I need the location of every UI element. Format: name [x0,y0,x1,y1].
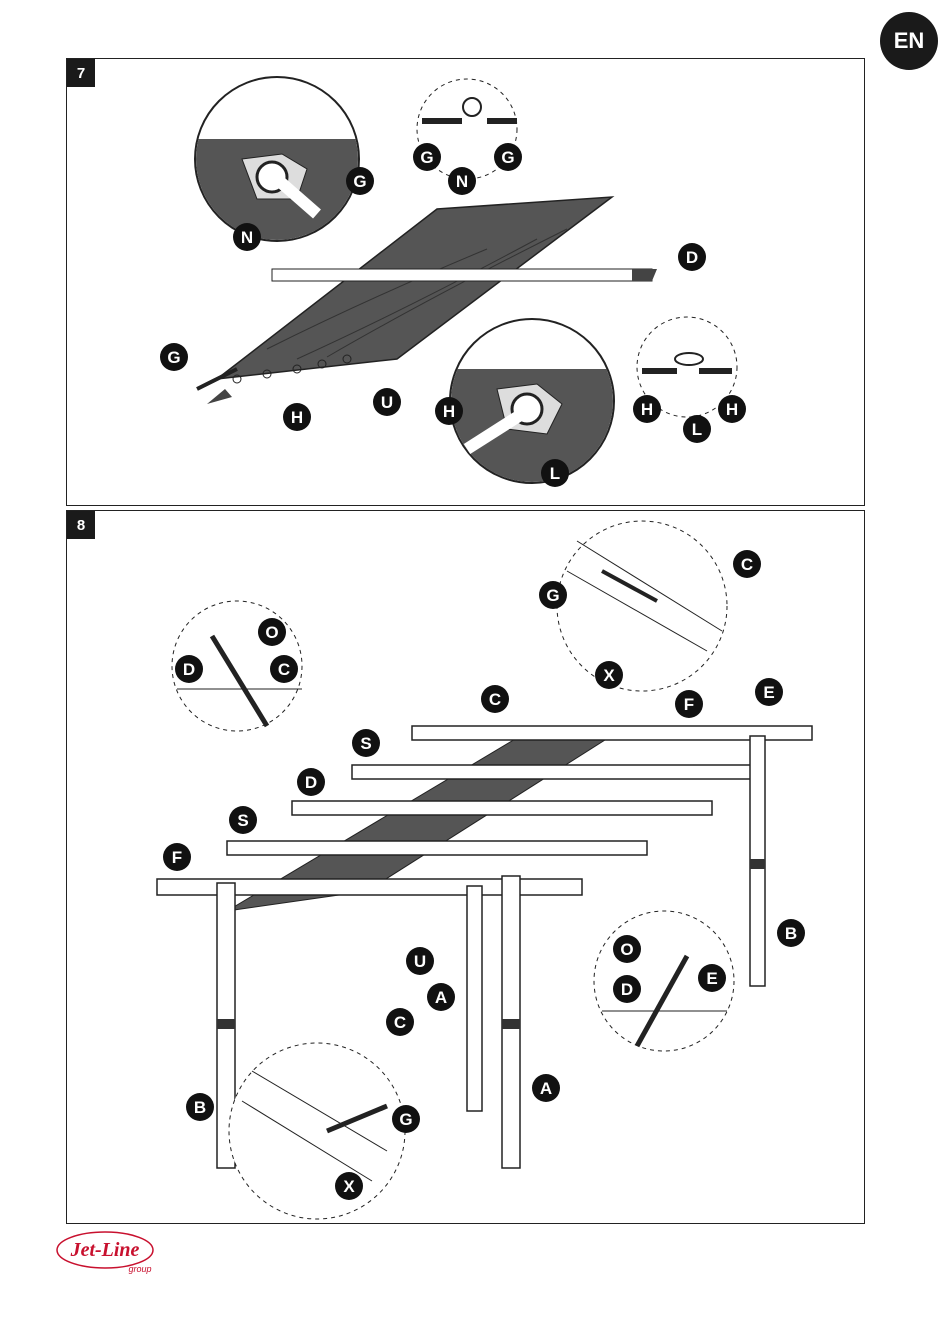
beams [157,726,812,895]
callout-u: U [373,388,401,416]
callout-c-4: C [386,1008,414,1036]
callout-n-2: N [448,167,476,195]
svg-text:L: L [550,464,560,483]
svg-text:N: N [456,172,468,191]
svg-text:H: H [726,400,738,419]
callout-h-1: H [283,403,311,431]
svg-text:S: S [237,811,248,830]
jet-line-logo: Jet-Line group [55,1228,175,1276]
step-8-diagram: C G X O D C C F E S D S F U A B O D E B … [67,511,864,1223]
svg-text:F: F [172,848,182,867]
svg-text:G: G [501,148,514,167]
callout-d-2: D [297,768,325,796]
callout-h-3: H [633,395,661,423]
callout-g-4: G [160,343,188,371]
callout-o-1: O [258,618,286,646]
step-7-diagram: G N G N G D G H U H L H L H [67,59,864,505]
svg-text:H: H [641,400,653,419]
callout-x-2: X [335,1172,363,1200]
svg-text:X: X [603,666,615,685]
insert-arrow [207,389,232,404]
callout-a-1: A [427,983,455,1011]
callout-d-1: D [175,655,203,683]
zoom-circle-c-bottom [229,1043,405,1219]
callout-b-2: B [186,1093,214,1121]
svg-text:G: G [167,348,180,367]
callout-c-1: C [733,550,761,578]
callout-g-1: G [539,581,567,609]
svg-text:U: U [414,952,426,971]
callout-f-2: F [163,843,191,871]
post-band-2 [502,1019,520,1029]
callout-x-1: X [595,661,623,689]
svg-text:group: group [128,1264,151,1274]
svg-text:E: E [763,683,774,702]
callout-e-2: E [698,964,726,992]
svg-text:O: O [620,940,633,959]
callout-c-2: C [270,655,298,683]
svg-text:A: A [435,988,447,1007]
callout-o-2: O [613,935,641,963]
post-band-3 [750,859,765,869]
callout-g-3: G [494,143,522,171]
callout-n-1: N [233,223,261,251]
rod-g [197,369,237,389]
svg-text:L: L [692,420,702,439]
callout-f-1: F [675,690,703,718]
svg-text:D: D [305,773,317,792]
svg-text:G: G [353,172,366,191]
svg-text:Jet-Line: Jet-Line [70,1239,140,1261]
svg-text:C: C [489,690,501,709]
callout-l-2: L [683,415,711,443]
svg-text:C: C [741,555,753,574]
svg-text:C: C [394,1013,406,1032]
svg-text:S: S [360,734,371,753]
svg-text:A: A [540,1079,552,1098]
svg-text:D: D [183,660,195,679]
callout-g-1: G [346,167,374,195]
callout-s-2: S [229,806,257,834]
svg-text:G: G [399,1110,412,1129]
language-badge: EN [880,12,938,70]
svg-text:D: D [686,248,698,267]
callout-g-2: G [392,1105,420,1133]
svg-text:G: G [546,586,559,605]
step-8-panel: 8 [66,510,865,1224]
callout-a-2: A [532,1074,560,1102]
callout-s-1: S [352,729,380,757]
beam-d [272,269,652,281]
callout-g-2: G [413,143,441,171]
callout-h-2: H [435,397,463,425]
svg-text:H: H [291,408,303,427]
svg-text:U: U [381,393,393,412]
callout-b-1: B [777,919,805,947]
svg-text:B: B [785,924,797,943]
callout-u: U [406,947,434,975]
post-band-1 [217,1019,235,1029]
zoom-circle-c-top [557,521,727,691]
callout-d-3: D [613,975,641,1003]
callout-e-1: E [755,678,783,706]
svg-text:E: E [706,969,717,988]
svg-text:X: X [343,1177,355,1196]
svg-text:G: G [420,148,433,167]
callout-d: D [678,243,706,271]
svg-text:H: H [443,402,455,421]
callout-c-3: C [481,685,509,713]
svg-text:C: C [278,660,290,679]
svg-text:F: F [684,695,694,714]
callout-h-4: H [718,395,746,423]
svg-text:D: D [621,980,633,999]
svg-text:N: N [241,228,253,247]
callout-l-1: L [541,459,569,487]
svg-text:O: O [265,623,278,642]
step-7-panel: 7 [66,58,865,506]
svg-text:B: B [194,1098,206,1117]
